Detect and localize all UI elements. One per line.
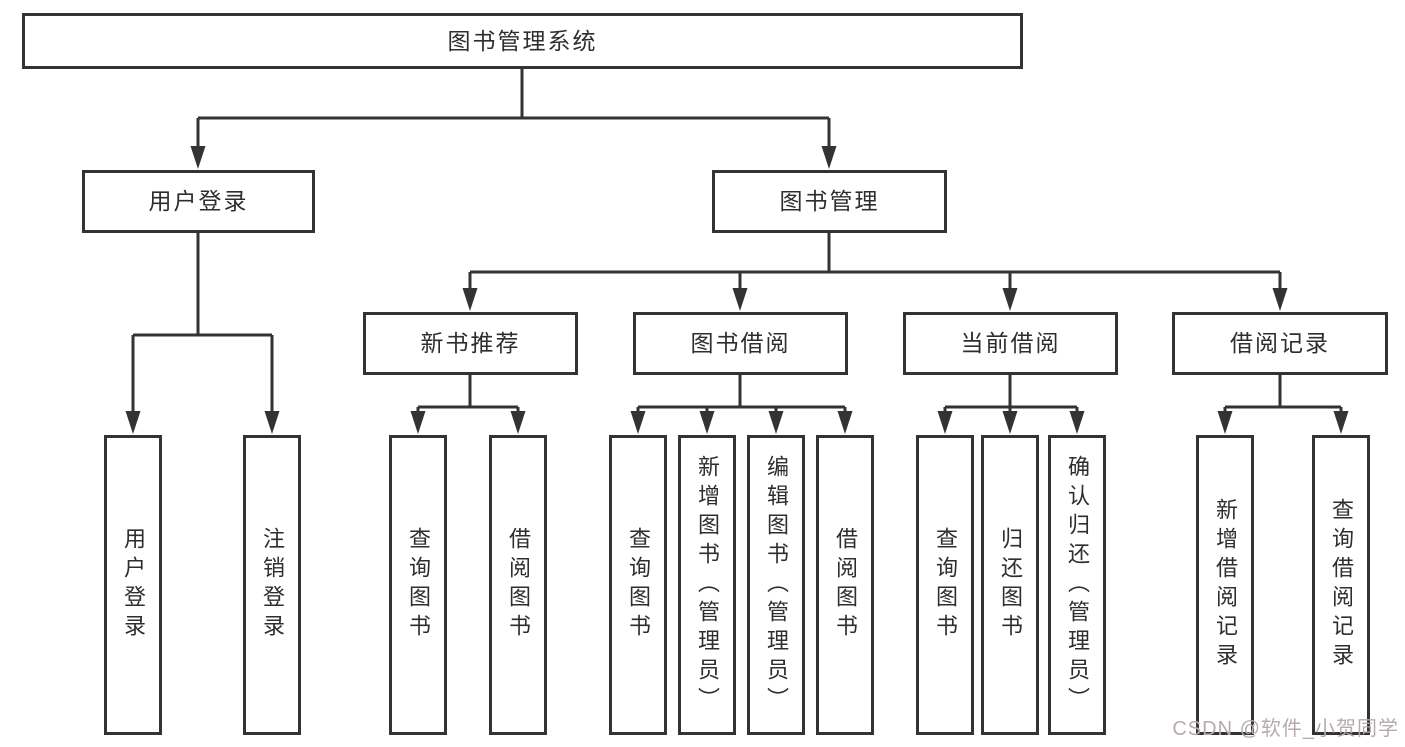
leaf-query-borrow-record: 查询借阅记录 bbox=[1312, 435, 1370, 735]
leaf-query-books-borrowing: 查询图书 bbox=[609, 435, 667, 735]
node-user-login: 用户登录 bbox=[82, 170, 315, 233]
leaf-logout: 注销登录 bbox=[243, 435, 301, 735]
connector-user-login-to-leaves bbox=[131, 233, 274, 412]
connector-root-to-level2 bbox=[196, 69, 831, 147]
csdn-watermark: CSDN @软件_小贺同学 bbox=[1172, 718, 1399, 740]
node-root-library-system: 图书管理系统 bbox=[22, 13, 1023, 69]
arrowheads bbox=[125, 146, 1349, 434]
node-borrowing-records: 借阅记录 bbox=[1172, 312, 1388, 375]
leaf-user-login: 用户登录 bbox=[104, 435, 162, 735]
connector-new-book-to-leaves bbox=[416, 375, 520, 412]
connector-borrowing-to-leaves bbox=[636, 375, 847, 412]
connector-book-mgmt-to-level3 bbox=[468, 233, 1282, 289]
node-current-borrowing: 当前借阅 bbox=[903, 312, 1118, 375]
leaf-edit-books-admin: 编辑图书（管理员） bbox=[747, 435, 805, 735]
node-book-borrowing: 图书借阅 bbox=[633, 312, 848, 375]
leaf-borrow-books: 借阅图书 bbox=[816, 435, 874, 735]
leaf-borrow-books-recommend: 借阅图书 bbox=[489, 435, 547, 735]
node-book-management: 图书管理 bbox=[712, 170, 947, 233]
leaf-return-books: 归还图书 bbox=[981, 435, 1039, 735]
connector-current-to-leaves bbox=[943, 375, 1079, 412]
connector-records-to-leaves bbox=[1223, 375, 1343, 412]
leaf-confirm-return-admin: 确认归还（管理员） bbox=[1048, 435, 1106, 735]
node-new-book-recommend: 新书推荐 bbox=[363, 312, 578, 375]
leaf-add-books-admin: 新增图书（管理员） bbox=[678, 435, 736, 735]
leaf-add-borrow-record: 新增借阅记录 bbox=[1196, 435, 1254, 735]
leaf-query-books-recommend: 查询图书 bbox=[389, 435, 447, 735]
leaf-query-books-current: 查询图书 bbox=[916, 435, 974, 735]
